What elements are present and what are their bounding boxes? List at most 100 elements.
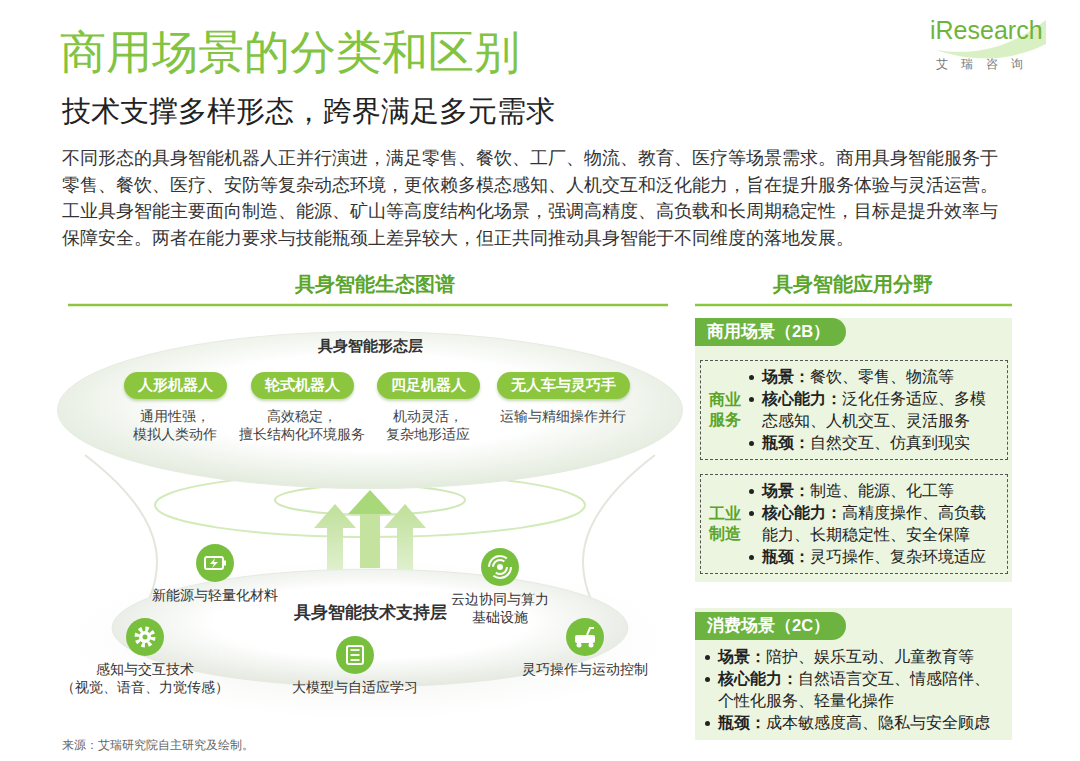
bullet-dot xyxy=(749,397,754,402)
text-lead: 瓶颈： xyxy=(762,548,810,565)
panel-tab: 消费场景（2C） xyxy=(695,612,846,640)
scene-panel: 商用场景（2B）商业 服务场景：餐饮、零售、物流等核心能力：泛化任务适应、多模 … xyxy=(695,318,1012,582)
bullet-dot xyxy=(705,655,710,660)
bullet-dot xyxy=(749,375,754,380)
bullet-text: 场景：陪护、娱乐互动、儿童教育等 xyxy=(718,646,974,668)
text-rest: 陪护、娱乐互动、儿童教育等 xyxy=(766,648,974,665)
box-side-title: 商业 服务 xyxy=(705,390,745,430)
text-line: 瓶颈：成本敏感度高、隐私与安全顾虑 xyxy=(718,712,990,734)
bullet-text: 瓶颈：灵巧操作、复杂环境适应 xyxy=(762,546,986,568)
pill-description: 通用性强， 模拟人类动作 xyxy=(100,408,250,444)
text-rest: 高精度操作、高负载 xyxy=(842,504,986,521)
tech-icon xyxy=(335,635,375,675)
form-layer-ellipse: 具身智能形态层人形机器人通用性强， 模拟人类动作轮式机器人高效稳定， 擅长结构化… xyxy=(55,330,685,490)
text-line: 场景：制造、能源、化工等 xyxy=(762,480,954,502)
bullet-row: 核心能力：自然语言交互、情感陪伴、 个性化服务、轻量化操作 xyxy=(701,668,1004,712)
bullet-row: 场景：制造、能源、化工等 xyxy=(745,480,1003,502)
side-arrow xyxy=(314,504,356,580)
text-line: 商业 xyxy=(705,390,745,410)
panel-tab: 商用场景（2B） xyxy=(695,318,846,346)
text-line: 运输与精细操作并行 xyxy=(478,408,648,426)
tech-icon xyxy=(565,617,605,657)
pill-description: 机动灵活， 复杂地形适应 xyxy=(358,408,498,444)
tech-item: 大模型与自适应学习 xyxy=(280,635,430,697)
text-lead: 核心能力： xyxy=(762,390,842,407)
text-line: iResearch xyxy=(930,16,1043,45)
bullet-text: 核心能力：泛化任务适应、多模 态感知、人机交互、灵活服务 xyxy=(762,388,986,432)
tech-icon xyxy=(195,543,235,583)
tech-icon xyxy=(480,547,520,587)
text-line: 云边协同与算力 xyxy=(440,591,560,609)
text-line: 擅长结构化环境服务 xyxy=(227,426,377,444)
text-line: 核心能力：自然语言交互、情感陪伴、 xyxy=(718,668,990,690)
bullet-dot xyxy=(705,677,710,682)
text-lead: 瓶颈： xyxy=(718,714,766,731)
bullet-row: 场景：陪护、娱乐互动、儿童教育等 xyxy=(701,646,1004,668)
logo-wordmark: iResearch xyxy=(930,16,1043,45)
text-line: 模拟人类动作 xyxy=(100,426,250,444)
bullet-row: 瓶颈：自然交互、仿真到现实 xyxy=(745,432,1003,454)
text-line: 个性化服务、轻量化操作 xyxy=(718,690,990,712)
text-lead: 核心能力： xyxy=(762,504,842,521)
logo-chinese: 艾瑞咨询 xyxy=(936,56,1036,73)
bullet-dot xyxy=(749,555,754,560)
box-side-title: 工业 制造 xyxy=(705,504,745,544)
scene-box: 商业 服务场景：餐饮、零售、物流等核心能力：泛化任务适应、多模 态感知、人机交互… xyxy=(700,360,1008,460)
text-line: 复杂地形适应 xyxy=(358,426,498,444)
layer-title: 具身智能形态层 xyxy=(55,337,685,356)
bullet-column: 场景：制造、能源、化工等核心能力：高精度操作、高负载 能力、长期稳定性、安全保障… xyxy=(745,480,1003,568)
layer-arrow xyxy=(360,514,380,568)
text-line: 高效稳定， xyxy=(227,408,377,426)
tech-label: 大模型与自适应学习 xyxy=(280,679,430,697)
tech-item: 灵巧操作与运动控制 xyxy=(510,617,660,679)
tech-item: 云边协同与算力 基础设施 xyxy=(440,547,560,626)
text-line: 具身智能应用分野 xyxy=(773,271,933,298)
pill-description: 高效稳定， 擅长结构化环境服务 xyxy=(227,408,377,444)
text-line: 核心能力：泛化任务适应、多模 xyxy=(762,388,986,410)
bullet-text: 核心能力：自然语言交互、情感陪伴、 个性化服务、轻量化操作 xyxy=(718,668,990,712)
pill-description: 运输与精细操作并行 xyxy=(478,408,648,426)
text-lead: 场景： xyxy=(718,648,766,665)
bullet-column: 场景：餐饮、零售、物流等核心能力：泛化任务适应、多模 态感知、人机交互、灵活服务… xyxy=(745,366,1003,454)
text-rest: 自然语言交互、情感陪伴、 xyxy=(798,670,990,687)
intro-paragraph: 不同形态的具身智能机器人正并行演进，满足零售、餐饮、工厂、物流、教育、医疗等场景… xyxy=(62,145,998,251)
section-heading: 具身智能应用分野 xyxy=(773,271,933,298)
tech-label: 感知与交互技术 （视觉、语音、力觉传感） xyxy=(60,661,230,696)
text-rest: 自然交互、仿真到现实 xyxy=(810,434,970,451)
text-line: 艾瑞咨询 xyxy=(936,56,1036,73)
pill-heading: 四足机器人 xyxy=(377,372,480,399)
form-item: 人形机器人通用性强， 模拟人类动作 xyxy=(100,372,250,444)
ring xyxy=(275,485,465,515)
text-rest: 餐饮、零售、物流等 xyxy=(810,368,954,385)
section-rule xyxy=(68,304,668,307)
text-rest: 制造、能源、化工等 xyxy=(810,482,954,499)
bullet-dot xyxy=(749,511,754,516)
text-line: 工业具身智能主要面向制造、能源、矿山等高度结构化场景，强调高精度、高负载和长周期… xyxy=(62,198,998,225)
pill-heading: 人形机器人 xyxy=(124,372,227,399)
text-line: 感知与交互技术 xyxy=(60,661,230,679)
text-line: 大模型与自适应学习 xyxy=(280,679,430,697)
text-line: 工业 xyxy=(705,504,745,524)
pill-heading: 无人车与灵巧手 xyxy=(497,372,630,399)
text-line: 基础设施 xyxy=(440,609,560,627)
text-line: 通用性强， xyxy=(100,408,250,426)
text-rest: 泛化任务适应、多模 xyxy=(842,390,986,407)
bullet-row: 核心能力：高精度操作、高负载 能力、长期稳定性、安全保障 xyxy=(745,502,1003,546)
text-lead: 核心能力： xyxy=(718,670,798,687)
text-line: 制造 xyxy=(705,524,745,544)
tech-layer-ellipse: 具身智能技术支持层新能源与轻量化材料云边协同与算力 基础设施感知与交互技术 （视… xyxy=(110,568,630,688)
form-item: 轮式机器人高效稳定， 擅长结构化环境服务 xyxy=(227,372,377,444)
bullet-dot xyxy=(705,721,710,726)
bullet-dot xyxy=(749,441,754,446)
text-line: 服务 xyxy=(705,410,745,430)
text-line: 核心能力：高精度操作、高负载 xyxy=(762,502,986,524)
text-line: 零售、餐饮、医疗、安防等复杂动态环境，更依赖多模态感知、人机交互和泛化能力，旨在… xyxy=(62,172,998,199)
bullet-text: 场景：制造、能源、化工等 xyxy=(762,480,954,502)
text-rest: 灵巧操作、复杂环境适应 xyxy=(810,548,986,565)
form-item: 无人车与灵巧手运输与精细操作并行 xyxy=(478,372,648,426)
bullet-row: 核心能力：泛化任务适应、多模 态感知、人机交互、灵活服务 xyxy=(745,388,1003,432)
text-rest: 成本敏感度高、隐私与安全顾虑 xyxy=(766,714,990,731)
tech-label: 灵巧操作与运动控制 xyxy=(510,661,660,679)
page-title: 商用场景的分类和区别 xyxy=(60,22,520,84)
section-heading: 具身智能生态图谱 xyxy=(295,271,455,298)
